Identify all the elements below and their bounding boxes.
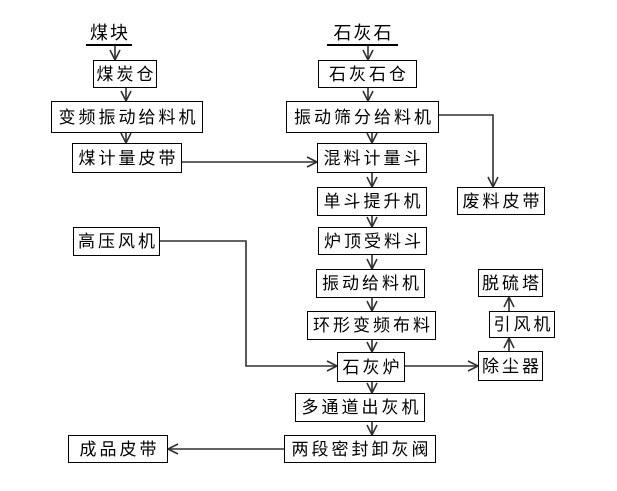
node-high-pressure-fan: 高压风机	[73, 227, 160, 256]
node-coal-bin: 煤炭仓	[93, 60, 157, 88]
node-vibrating-screen-feeder: 振动筛分给料机	[286, 101, 439, 133]
node-finished-product-belt: 成品皮带	[68, 435, 168, 463]
node-mix-metering-hopper: 混料计量斗	[317, 143, 427, 173]
node-coal-source: 煤块	[86, 20, 132, 46]
node-multi-channel-ash-discharger: 多通道出灰机	[295, 393, 425, 422]
node-dust-collector: 除尘器	[478, 351, 543, 381]
node-coal-metering-belt: 煤计量皮带	[72, 143, 182, 173]
node-vibration-feeder: 振动给料机	[316, 269, 425, 298]
node-ring-vf-distributor: 环形变频布料	[307, 311, 436, 340]
node-limestone-bin: 石灰石仓	[318, 60, 417, 88]
node-vf-vibration-feeder: 变频振动给料机	[51, 101, 203, 133]
node-desulfurization-tower: 脱硫塔	[478, 269, 543, 297]
node-furnace-top-hopper: 炉顶受料斗	[318, 227, 427, 255]
edge-screen-feeder-to-waste-belt	[439, 114, 499, 189]
node-induced-draft-fan: 引风机	[489, 311, 555, 338]
edge-hp-fan-to-lime-kiln	[160, 240, 339, 372]
node-limestone-source: 石灰石	[327, 20, 398, 46]
node-two-stage-seal-ash-valve: 两段密封卸灰阀	[284, 435, 436, 463]
node-waste-belt: 废料皮带	[457, 187, 545, 215]
node-bucket-elevator: 单斗提升机	[317, 187, 427, 216]
node-lime-kiln: 石灰炉	[337, 352, 405, 382]
